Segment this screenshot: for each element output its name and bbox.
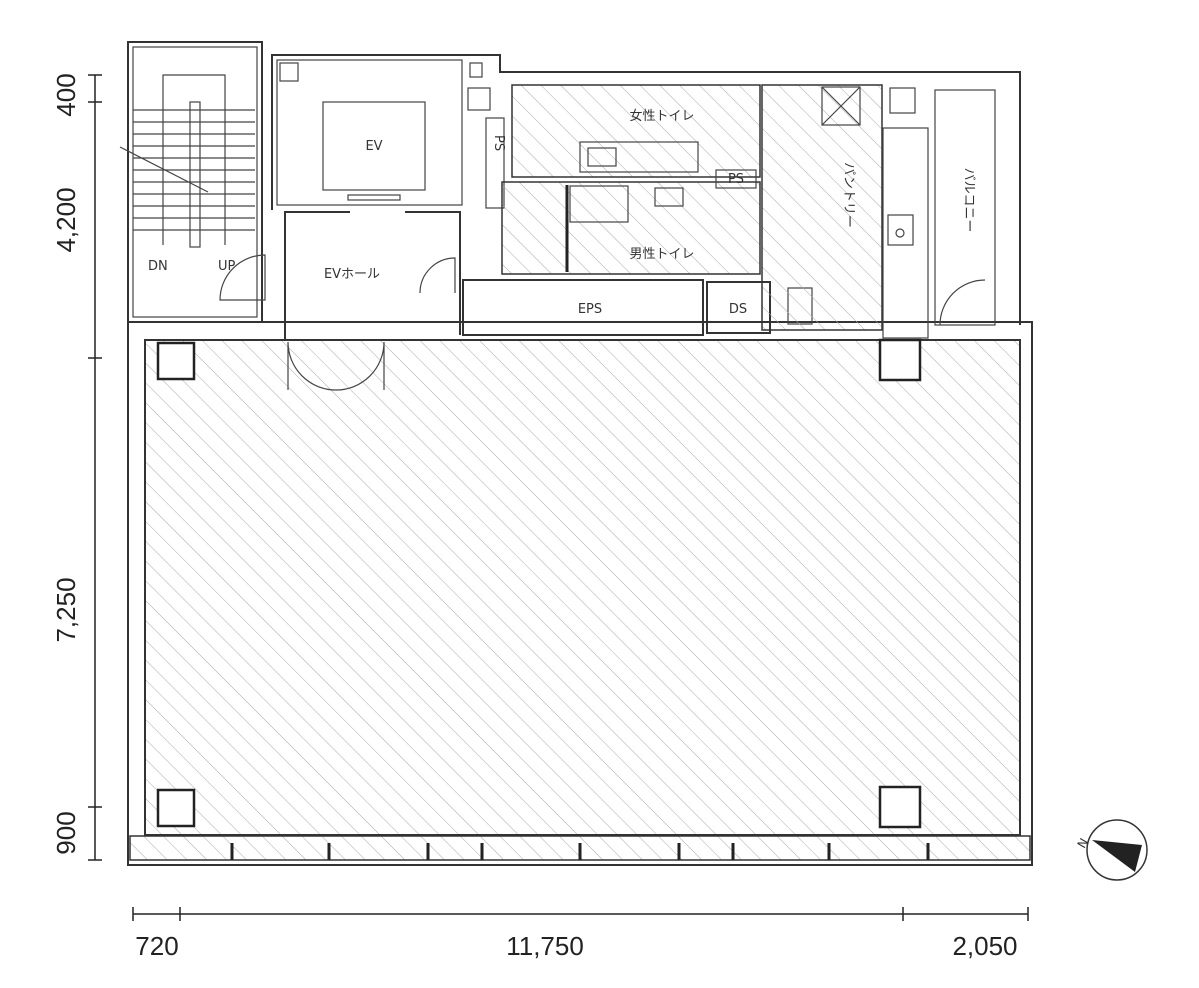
balcony: [934, 89, 996, 326]
mullions: [230, 843, 930, 860]
mens-toilet: [501, 181, 761, 275]
ds-label: DS: [729, 302, 747, 317]
ps-right-label: PS: [728, 172, 744, 187]
mens-toilet-label: 男性トイレ: [629, 247, 694, 262]
horizontal-dimension-line: [132, 907, 1029, 921]
duct: [821, 86, 861, 126]
dim-4200: 4,200: [51, 187, 81, 252]
vertical-dimension-line: [88, 74, 102, 861]
pantry-label: パントリー: [841, 162, 856, 228]
balcony-label: バルコニー: [961, 168, 976, 233]
stair-up-label: UP: [218, 259, 236, 274]
dim-11750: 11,750: [506, 931, 584, 961]
dim-900: 900: [51, 811, 81, 854]
ev-hall-label: EVホール: [324, 267, 380, 282]
ps-left-label: PS: [491, 135, 506, 151]
elevator-car: [322, 101, 426, 191]
columns: [156, 338, 922, 829]
exterior-wall: [127, 321, 1033, 866]
eps-label: EPS: [578, 302, 602, 317]
ev-label: EV: [365, 139, 382, 154]
dim-2050: 2,050: [952, 931, 1017, 961]
office-area: [144, 339, 1021, 836]
stair: [119, 41, 266, 323]
pantry: [761, 84, 883, 331]
dim-720: 720: [135, 931, 178, 961]
womens-toilet-label: 女性トイレ: [629, 108, 694, 124]
dim-400: 400: [51, 73, 81, 116]
stair-down-label: DN: [148, 259, 168, 274]
womens-toilet: [511, 84, 761, 178]
dim-7250: 7,250: [51, 577, 81, 642]
north-arrow-icon: N: [1075, 819, 1148, 881]
